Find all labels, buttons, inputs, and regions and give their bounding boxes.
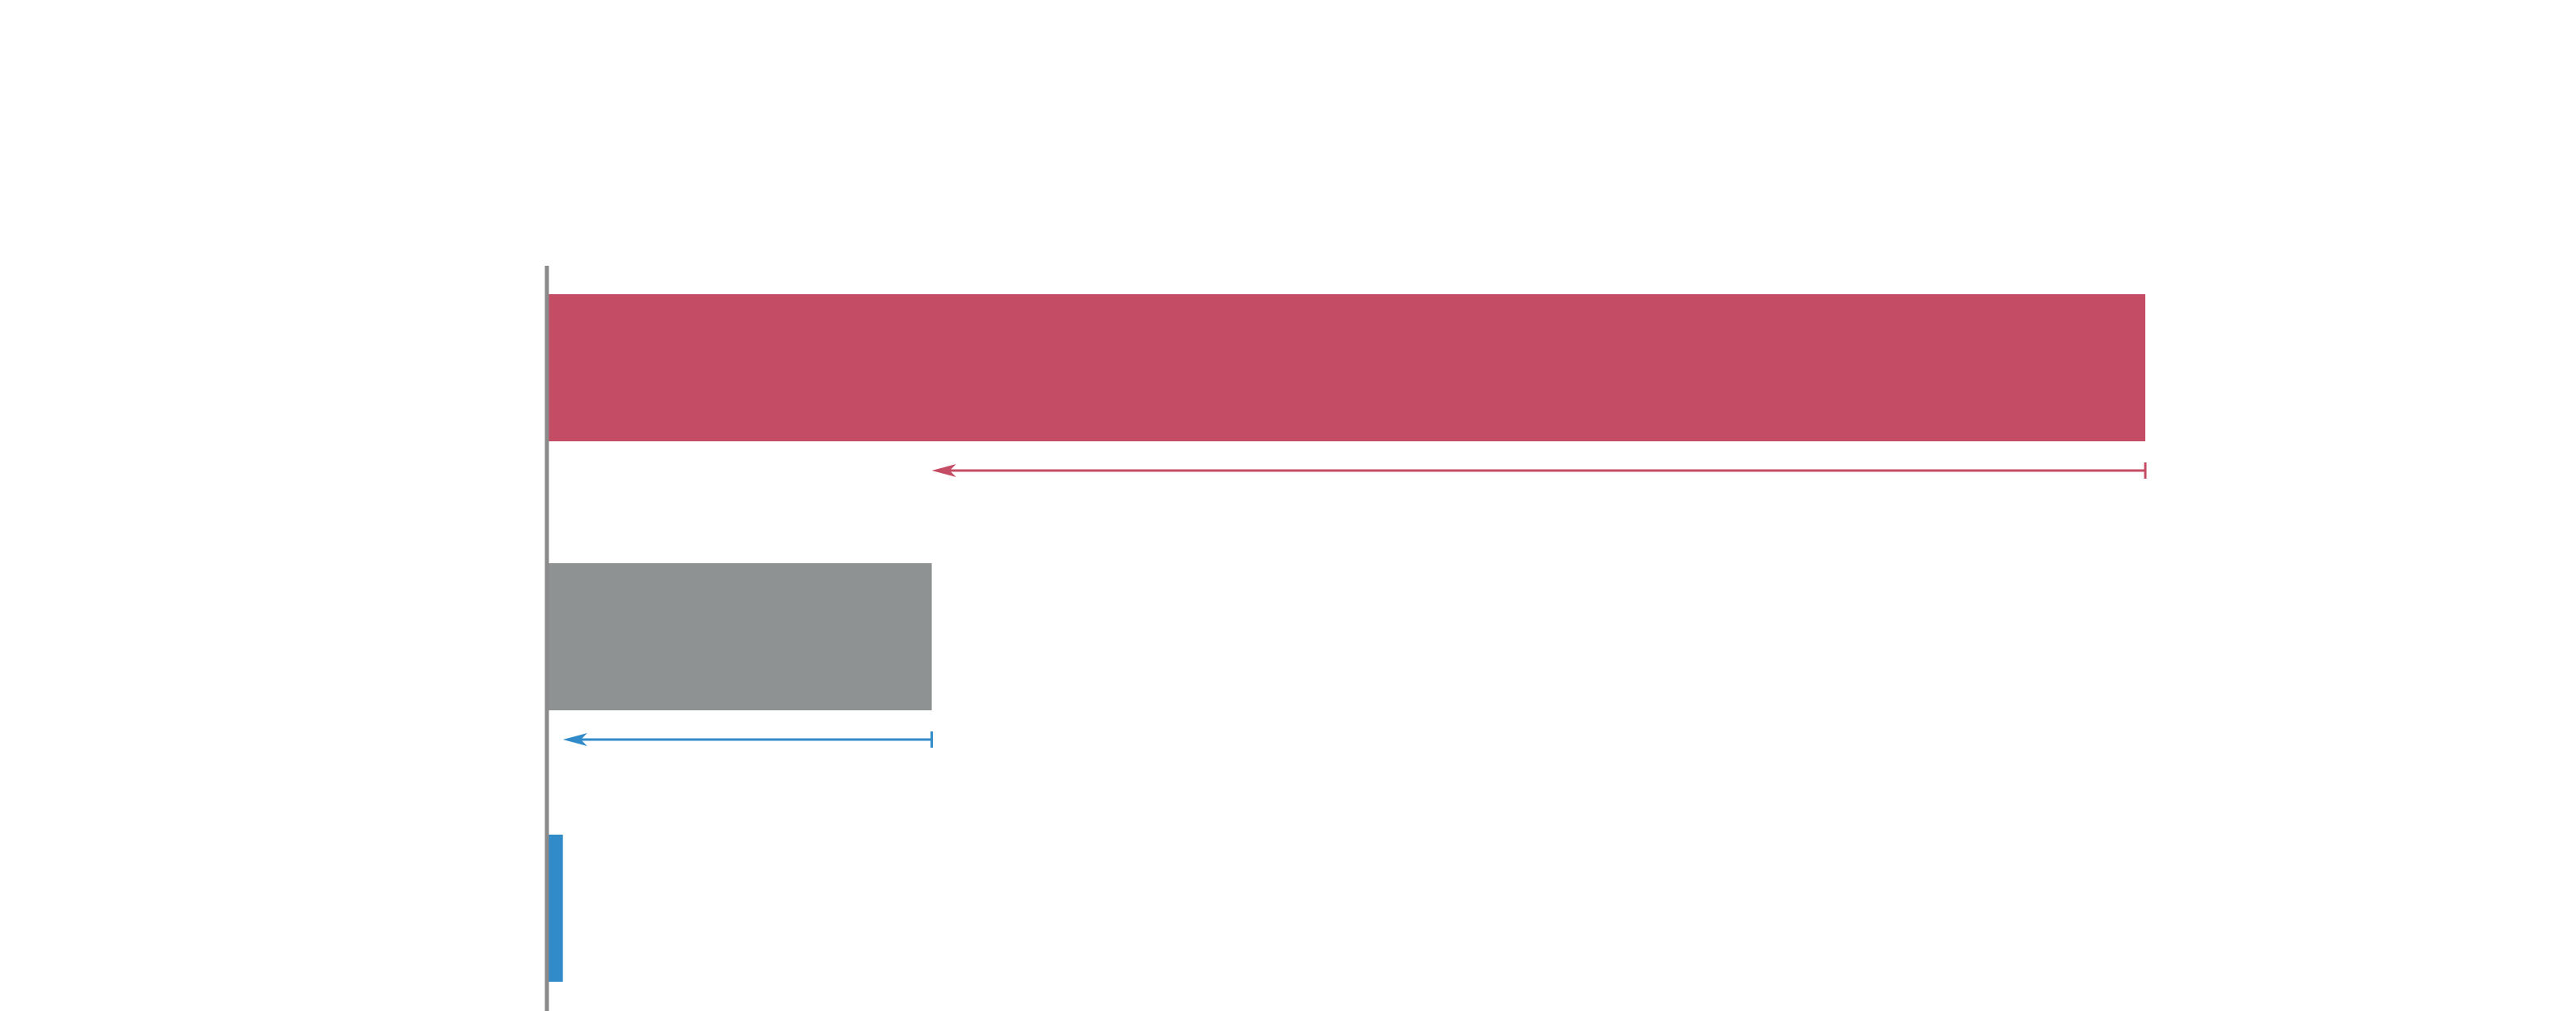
arrow-head — [562, 733, 588, 746]
change-arrow-1 — [931, 462, 2147, 479]
bar-1 — [549, 294, 2145, 441]
bar-3 — [549, 835, 563, 982]
change-arrow-2 — [562, 731, 934, 748]
bar-2 — [549, 563, 932, 710]
arrow-head — [931, 464, 956, 477]
